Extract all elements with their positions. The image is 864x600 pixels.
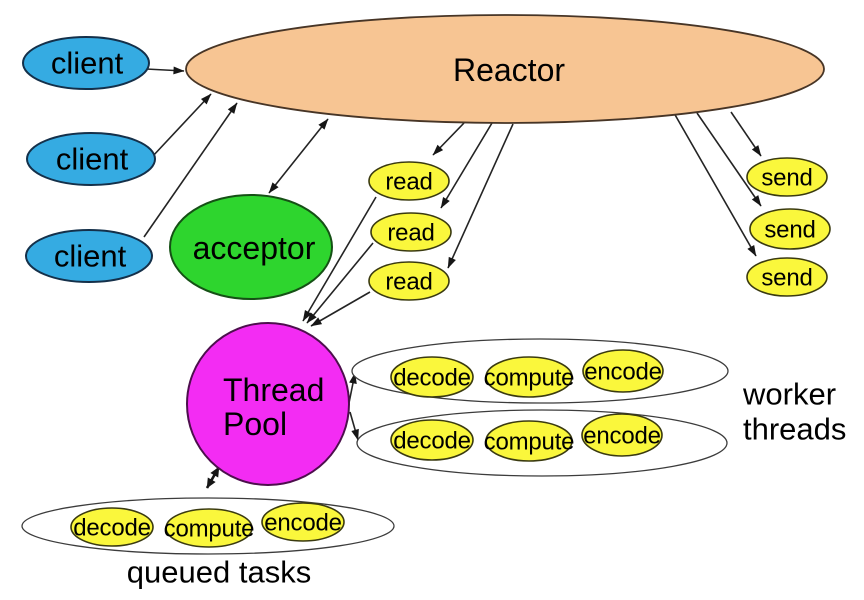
worker2-encode-ellipse <box>581 413 663 457</box>
send-label-2: send <box>764 217 815 244</box>
arrow-reactor-acceptor-bidirectional <box>268 118 329 194</box>
send-ellipse-3 <box>746 257 828 297</box>
arrow-reactor-to-send2 <box>696 112 762 207</box>
queued-encode-label: encode <box>264 510 342 537</box>
worker1-compute-label: compute <box>484 365 575 392</box>
arrow-client3-to-reactor <box>143 102 238 238</box>
arrow-client1-to-reactor <box>145 66 185 75</box>
worker1-encode-ellipse <box>582 349 664 393</box>
send-label-1: send <box>761 165 812 192</box>
thread-pool-label-line2: Pool <box>223 406 287 442</box>
client-label-1: client <box>51 46 124 81</box>
queued-compute-ellipse <box>165 508 253 548</box>
queued-decode-ellipse <box>70 507 154 547</box>
read-ellipse-1 <box>368 161 450 201</box>
arrow-read1-to-thread-pool <box>302 196 377 322</box>
worker-threads-label-line1: worker <box>742 377 836 412</box>
arrow-read2-to-thread-pool <box>306 242 374 324</box>
client-ellipse-2 <box>26 132 156 186</box>
worker2-decode-ellipse <box>390 419 474 461</box>
worker1-compute-ellipse <box>485 356 573 398</box>
client-label-2: client <box>56 142 129 177</box>
worker-threads-label-line2: threads <box>743 412 846 447</box>
client-ellipse-1 <box>22 36 150 90</box>
thread-pool-circle <box>186 322 350 486</box>
read-ellipse-2 <box>370 212 452 252</box>
reactor-label: Reactor <box>453 52 565 88</box>
arrow-reactor-to-read2 <box>440 122 493 209</box>
worker1-encode-label: encode <box>584 359 662 386</box>
read-label-1: read <box>385 169 432 196</box>
worker2-compute-label: compute <box>484 429 575 456</box>
client-ellipse-3 <box>25 229 153 283</box>
send-ellipse-1 <box>746 157 828 197</box>
arrow-reactor-to-send1 <box>730 111 762 157</box>
worker2-compute-ellipse <box>485 420 573 462</box>
annotation-layer: worker threads queued tasks <box>127 377 847 590</box>
worker1-decode-ellipse <box>390 356 474 398</box>
thread-pool-label-line1: Thread <box>223 372 324 408</box>
queued-decode-label: decode <box>73 515 151 542</box>
queued-encode-ellipse <box>261 502 345 542</box>
queued-compute-label: compute <box>164 516 255 543</box>
queued-tasks-label: queued tasks <box>127 555 311 590</box>
arrow-read3-to-thread-pool <box>310 291 371 327</box>
arrow-thread-pool-to-worker-row2 <box>349 411 359 441</box>
read-ellipse-3 <box>368 261 450 301</box>
worker2-decode-label: decode <box>393 428 471 455</box>
read-label-2: read <box>387 220 434 247</box>
acceptor-ellipse <box>169 194 333 300</box>
read-label-3: read <box>385 269 432 296</box>
send-ellipse-2 <box>749 208 831 250</box>
arrow-reactor-to-send3 <box>673 112 757 257</box>
arrow-thread-pool-queued-tasks-bidirectional <box>205 466 221 489</box>
connector-layer <box>143 66 762 489</box>
arrow-thread-pool-to-worker-row1 <box>348 372 357 404</box>
arrow-reactor-to-read1 <box>432 122 465 156</box>
arrow-client2-to-reactor <box>151 93 212 158</box>
send-label-3: send <box>761 265 812 292</box>
acceptor-label: acceptor <box>193 230 316 266</box>
worker1-decode-label: decode <box>393 365 471 392</box>
worker2-encode-label: encode <box>583 423 661 450</box>
client-label-3: client <box>54 239 127 274</box>
arrow-reactor-to-read3 <box>447 123 514 269</box>
node-layer: Reactor client client client acceptor re… <box>21 14 831 555</box>
reactor-ellipse <box>185 14 825 124</box>
